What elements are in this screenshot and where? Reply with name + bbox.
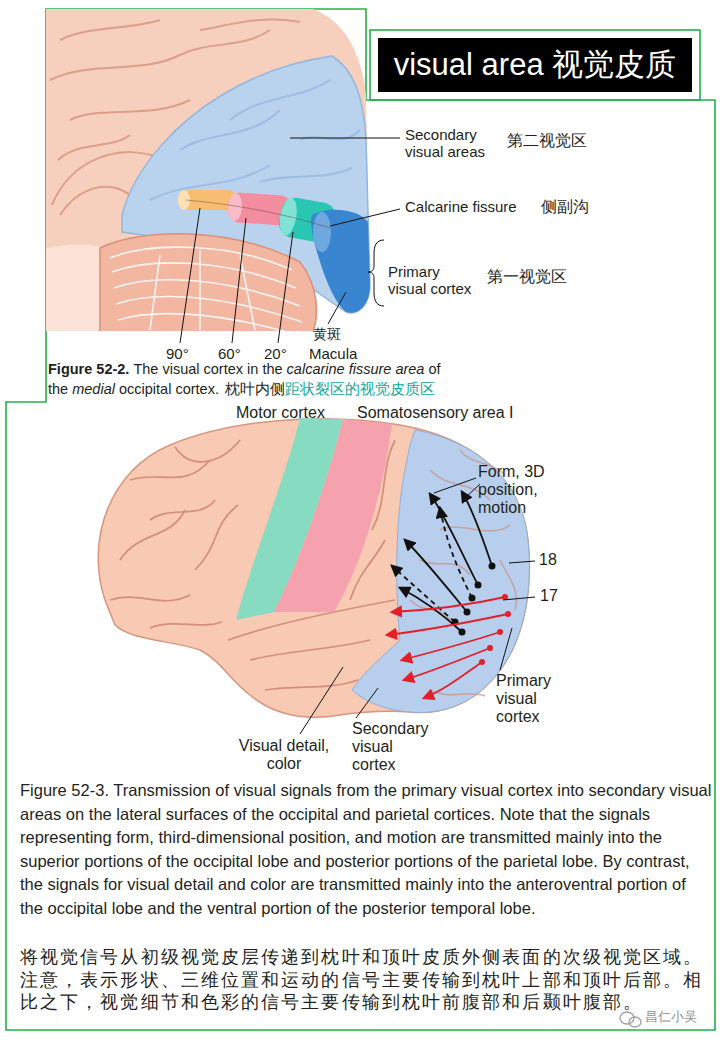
title-frame — [370, 30, 700, 100]
region-label-zh: 第一视觉区 — [487, 268, 567, 286]
caption-zh: 枕叶内侧 — [225, 381, 285, 397]
caption-text: calcarine fissure area — [287, 361, 425, 377]
region-label-zh: 第二视觉区 — [507, 132, 587, 150]
leader-lines — [180, 138, 400, 343]
medial-brain — [46, 9, 370, 331]
region-label: Form, 3D position, motion — [478, 463, 550, 517]
region-label: Calcarine fissure — [405, 199, 517, 216]
caption-text: medial — [72, 381, 115, 397]
region-label: Somatosensory area I — [357, 404, 514, 422]
caption-text: occipital cortex. — [119, 381, 219, 397]
region-label-zh: 侧副沟 — [541, 198, 589, 216]
area-number: 17 — [540, 587, 558, 605]
region-label: Primary visual cortex — [496, 672, 558, 726]
figure-caption: Figure 52-2.The visual cortex in the calc… — [48, 359, 528, 399]
region-label: Visual detail, color — [232, 737, 336, 773]
title-box — [378, 38, 692, 92]
caption-zh: 将视觉信号从初级视觉皮层传递到枕叶和顶叶皮质外侧表面的次级视觉区域。注意，表示形… — [20, 946, 712, 1014]
degree-label: 90° — [166, 346, 189, 363]
area-number: 18 — [539, 551, 557, 569]
region-label: Primary visual cortex — [388, 264, 478, 298]
degree-label: 20° — [264, 346, 287, 363]
title-text: visual area 视觉皮质 — [394, 48, 677, 82]
caption-text: The visual cortex in the — [133, 361, 282, 377]
region-label: Secondary visual areas — [405, 127, 500, 161]
figure-number: Figure 52-2. — [48, 361, 129, 377]
caption-zh: 距状裂区的视觉皮质区 — [285, 381, 435, 397]
lateral-brain — [98, 418, 529, 717]
degree-label: 60° — [218, 346, 241, 363]
region-label: Secondary visual cortex — [352, 720, 432, 774]
region-label-zh: 黄斑 — [313, 327, 341, 343]
region-label: Macula — [309, 346, 357, 363]
figure-caption: Figure 52-3. Transmission of visual sign… — [20, 779, 712, 921]
watermark-icon — [620, 1012, 641, 1027]
watermark: 昌仁小吴 — [645, 1010, 697, 1025]
region-label: Motor cortex — [236, 404, 325, 422]
